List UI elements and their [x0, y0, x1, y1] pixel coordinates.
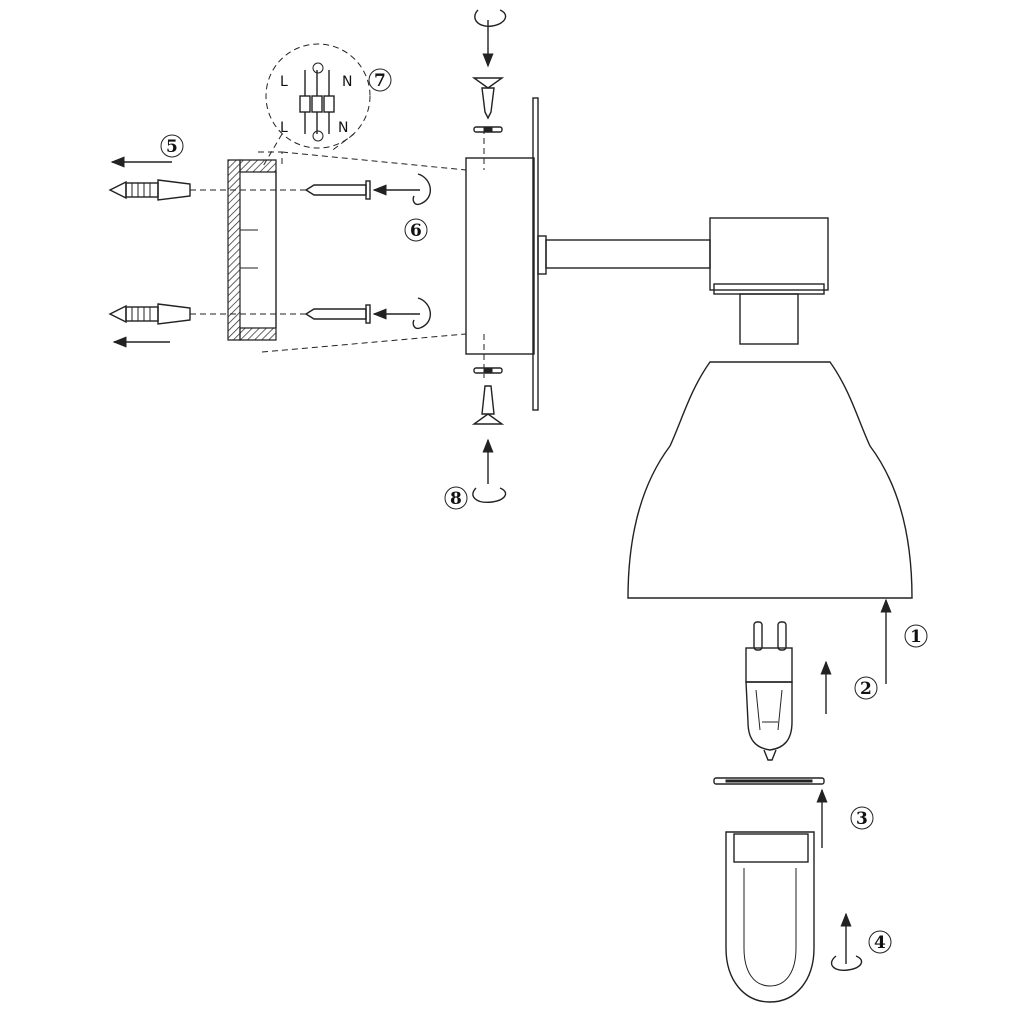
fixing-screw-bottom [471, 367, 505, 425]
lamp-arm [537, 235, 711, 275]
rotate-icon-cover [830, 955, 863, 971]
step-badge-1: 1 [904, 624, 928, 648]
rotate-icon-screw-bottom [412, 297, 431, 330]
screw-bottom [304, 304, 371, 324]
step-badge-3: 3 [850, 806, 874, 830]
svg-text:2: 2 [860, 679, 872, 699]
junction-box [465, 97, 539, 411]
wiring-detail: L N L N [261, 43, 371, 169]
svg-text:8: 8 [450, 489, 462, 509]
step-badge-6: 6 [404, 218, 428, 242]
glass-shade [627, 361, 913, 599]
step-badge-8: 8 [444, 486, 468, 510]
svg-text:4: 4 [874, 933, 886, 953]
mounting-bracket [227, 151, 283, 341]
svg-text:6: 6 [410, 221, 422, 241]
svg-text:7: 7 [374, 71, 386, 91]
step-badge-7: 7 [368, 68, 392, 92]
rotate-icon-top-screw [474, 9, 507, 27]
wire-label-l-bottom: L [280, 120, 288, 136]
wall-plug-top [108, 179, 191, 201]
screw-top [304, 180, 371, 200]
wall-plug-bottom [108, 303, 191, 325]
gasket-ring [713, 777, 825, 785]
lamp-head [709, 217, 829, 345]
step-badge-4: 4 [868, 930, 892, 954]
step-badge-5: 5 [160, 134, 184, 158]
svg-text:3: 3 [856, 809, 868, 829]
g9-bulb [745, 621, 793, 761]
rotate-icon-screw-top [412, 173, 431, 206]
fixing-screw-top [471, 77, 505, 133]
wire-label-n-bottom: N [338, 120, 348, 136]
svg-text:1: 1 [910, 627, 922, 647]
wire-label-n-top: N [342, 74, 352, 90]
wire-label-l-top: L [280, 74, 288, 90]
step-badge-2: 2 [854, 676, 878, 700]
rotate-icon-bottom-screw [472, 487, 507, 503]
glass-cover [725, 831, 815, 1003]
svg-text:5: 5 [166, 137, 178, 157]
